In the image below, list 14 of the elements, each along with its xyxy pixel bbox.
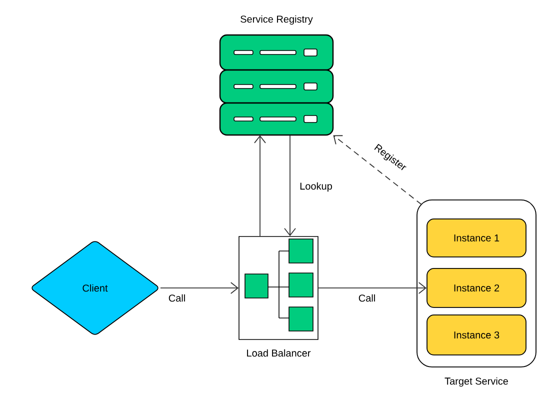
arrow — [333, 135, 422, 205]
node-title: Target Service — [444, 377, 508, 387]
arrow — [318, 282, 427, 294]
arrow — [254, 135, 266, 237]
instance-box: Instance 2 — [426, 268, 526, 308]
instance-box: Instance 1 — [426, 218, 526, 258]
instance-box: Instance 3 — [426, 314, 526, 356]
edge-label: Call — [357, 293, 377, 303]
node-title: Load Balancer — [247, 349, 311, 357]
arrow — [160, 282, 239, 294]
edge-label: Lookup — [298, 181, 334, 193]
node-title: Service Registry — [240, 15, 313, 25]
edge-label: Call — [167, 293, 187, 303]
arrow — [284, 134, 296, 236]
